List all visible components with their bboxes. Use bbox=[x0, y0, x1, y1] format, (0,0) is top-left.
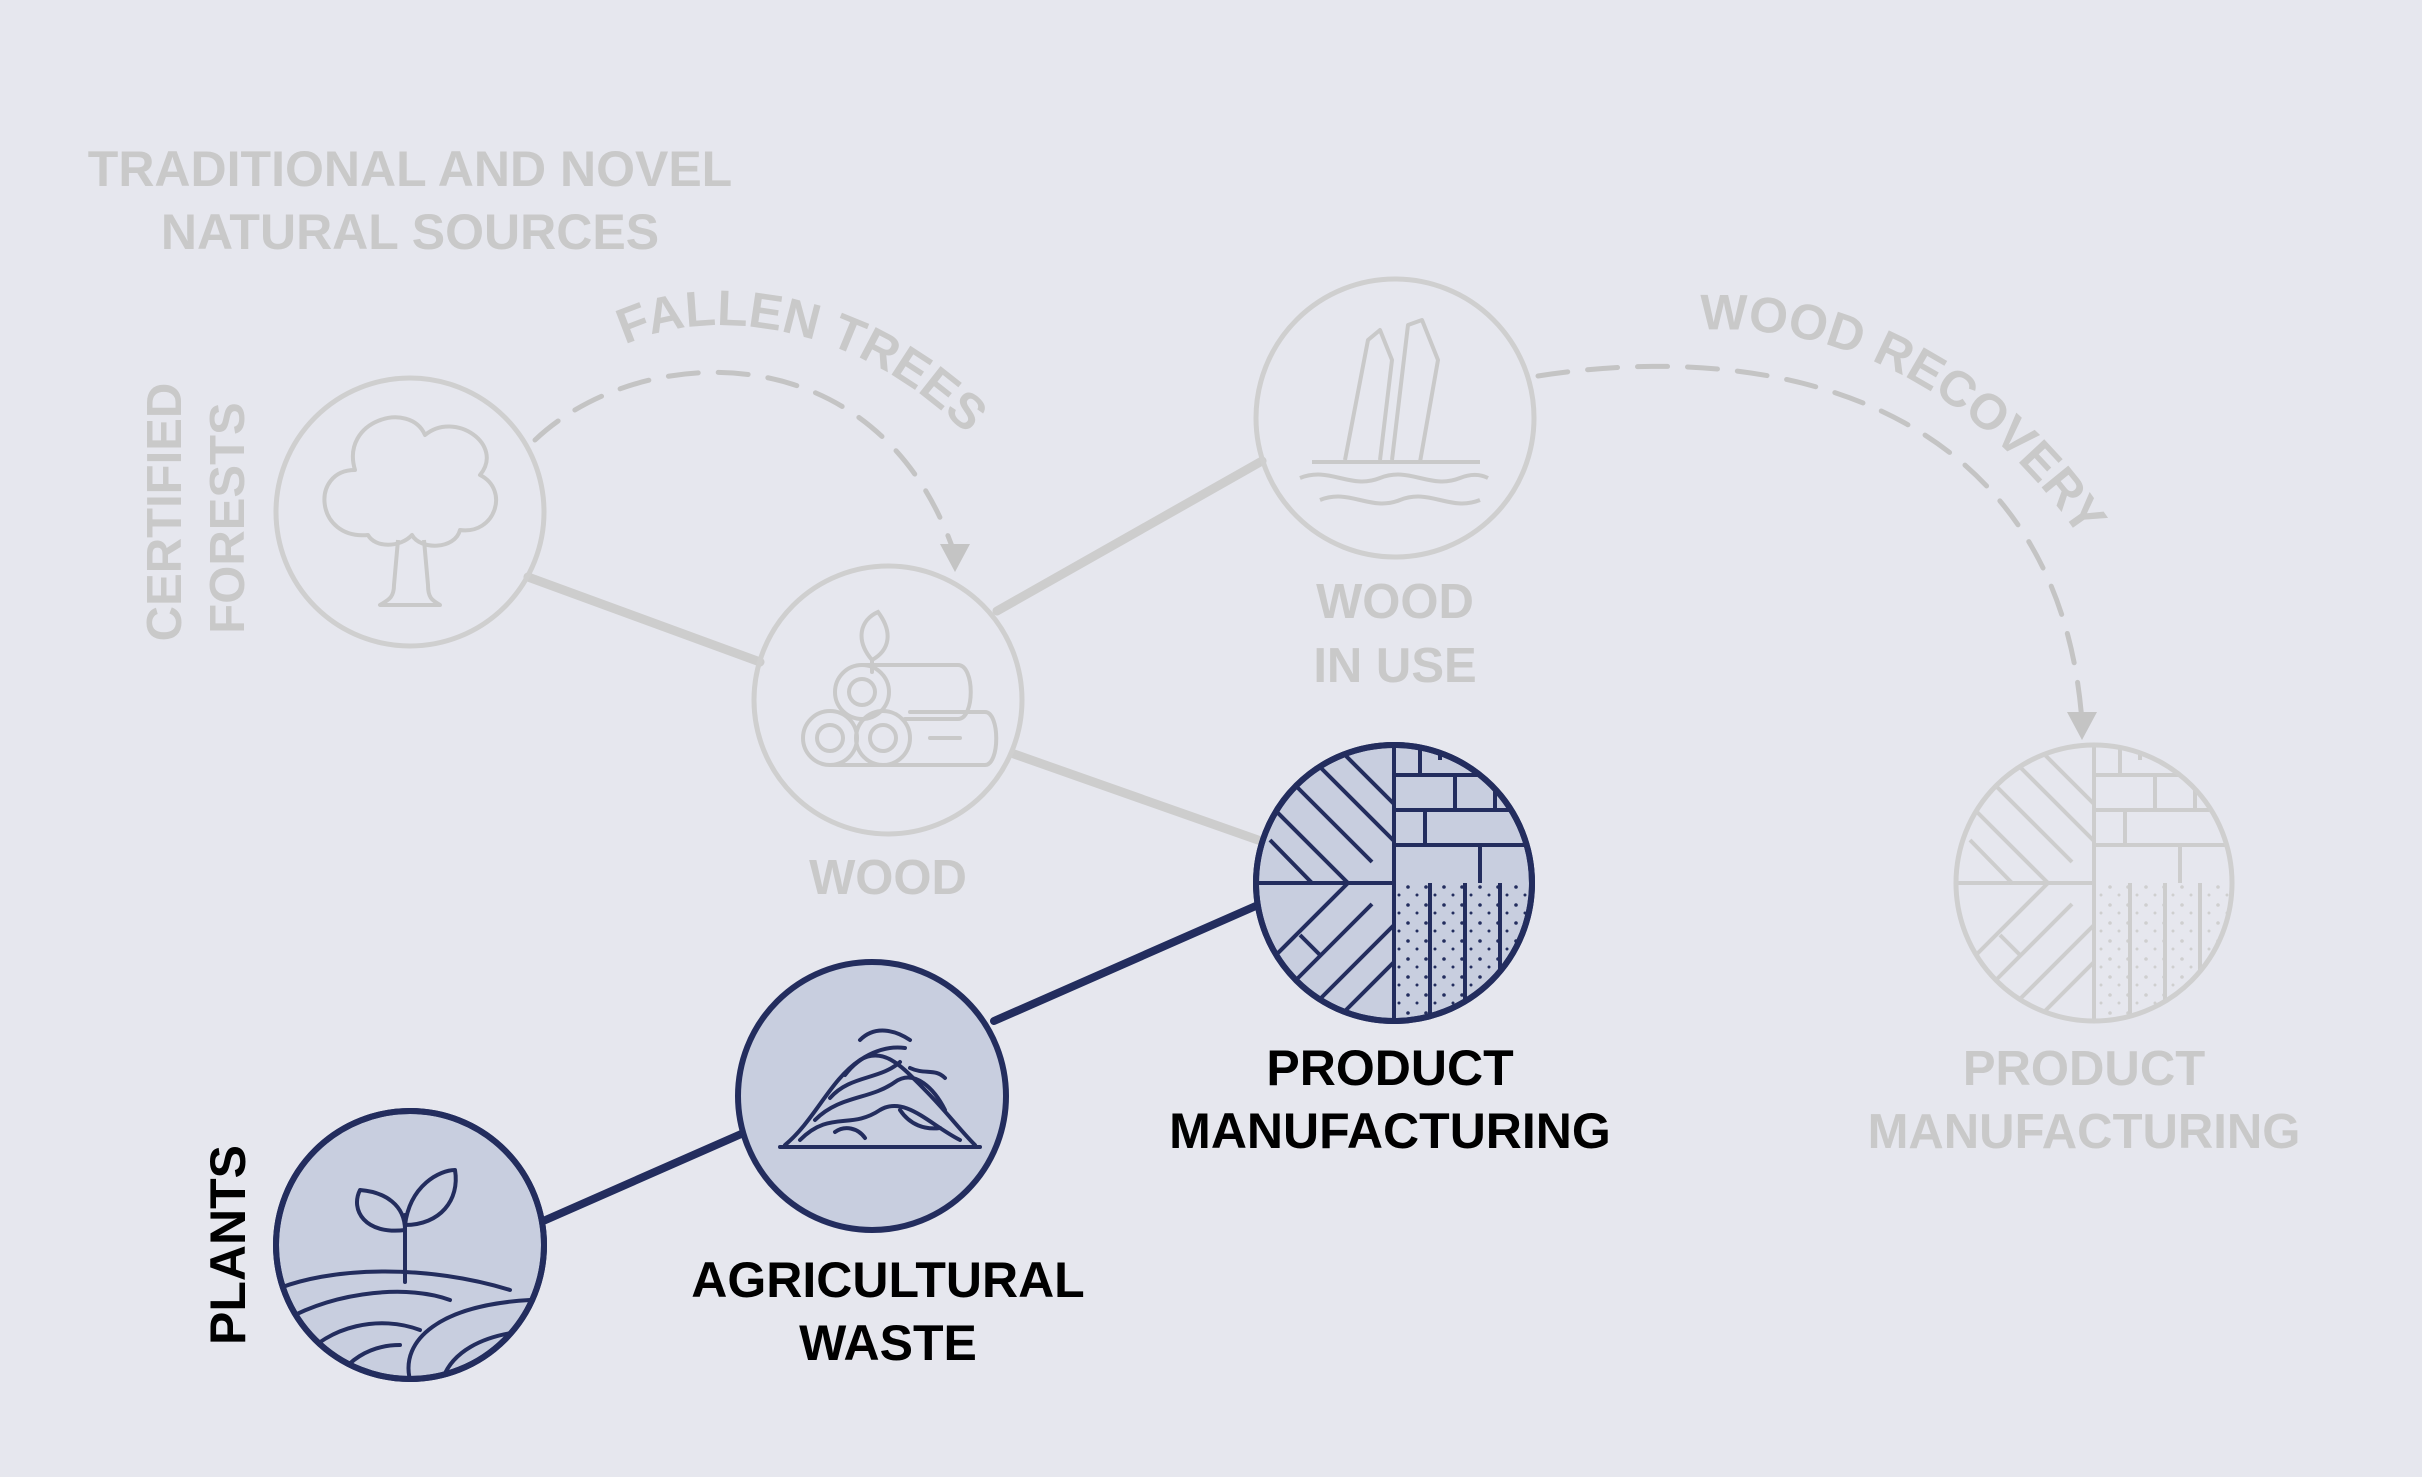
wood-recovery-label: WOOD RECOVERY bbox=[1700, 284, 2117, 545]
connector-wood-product bbox=[1009, 749, 1263, 845]
node-wood: WOOD bbox=[751, 563, 1025, 905]
fallen-trees-arrow bbox=[532, 369, 958, 558]
node-product-manufacturing-faded: PRODUCT MANUFACTURING bbox=[1868, 742, 2301, 1159]
node-plants: PLANTS bbox=[200, 1108, 547, 1382]
node-certified-forests: CERTIFIED FORESTS bbox=[138, 375, 547, 649]
node-product-manufacturing-active: PRODUCT MANUFACTURING bbox=[1169, 742, 1611, 1159]
straw-pile-icon bbox=[778, 1028, 982, 1149]
faded-connectors bbox=[523, 456, 1267, 845]
wood-in-use-line1: WOOD bbox=[1316, 575, 1474, 629]
title-line-2: NATURAL SOURCES bbox=[161, 204, 659, 260]
tree-icon bbox=[322, 415, 499, 607]
diagram-title: TRADITIONAL AND NOVEL NATURAL SOURCES bbox=[88, 141, 732, 260]
product-manufacturing-active-line2: MANUFACTURING bbox=[1169, 1103, 1611, 1159]
certified-forests-circle bbox=[273, 375, 547, 649]
wood-recovery-arrow bbox=[1535, 363, 2085, 725]
wood-circle bbox=[751, 563, 1025, 837]
node-agricultural-waste: AGRICULTURAL WASTE bbox=[691, 959, 1085, 1371]
wood-label: WOOD bbox=[809, 851, 967, 905]
certified-forests-line1: CERTIFIED bbox=[138, 383, 192, 642]
connector-waste-product bbox=[990, 901, 1262, 1025]
wooden-structure-icon bbox=[1299, 318, 1489, 506]
connector-forests-wood bbox=[523, 572, 765, 667]
node-wood-in-use: WOOD IN USE bbox=[1253, 276, 1537, 693]
active-connectors bbox=[537, 901, 1262, 1226]
product-manufacturing-active-line1: PRODUCT bbox=[1266, 1040, 1513, 1096]
plants-label: PLANTS bbox=[200, 1145, 256, 1345]
agricultural-waste-circle bbox=[735, 959, 1009, 1233]
title-line-1: TRADITIONAL AND NOVEL bbox=[88, 141, 732, 197]
arrowheads bbox=[940, 544, 2097, 740]
fallen-trees-label: FALLEN TREES bbox=[609, 280, 998, 443]
connector-plants-waste bbox=[537, 1127, 752, 1226]
flow-arrows bbox=[532, 363, 2085, 725]
product-manufacturing-faded-circle bbox=[1953, 742, 2235, 1024]
logs-icon bbox=[801, 609, 999, 767]
arrowhead-wood bbox=[940, 544, 970, 572]
certified-forests-line2: FORESTS bbox=[201, 402, 255, 633]
wood-in-use-circle bbox=[1253, 276, 1537, 560]
wood-in-use-line2: IN USE bbox=[1313, 639, 1476, 693]
arrowhead-product-right bbox=[2067, 712, 2097, 740]
product-manufacturing-faded-line1: PRODUCT bbox=[1963, 1042, 2205, 1096]
product-manufacturing-faded-line2: MANUFACTURING bbox=[1868, 1105, 2301, 1159]
connector-wood-woodinuse bbox=[992, 456, 1267, 616]
agricultural-waste-line1: AGRICULTURAL bbox=[691, 1252, 1084, 1308]
agricultural-waste-line2: WASTE bbox=[799, 1315, 977, 1371]
